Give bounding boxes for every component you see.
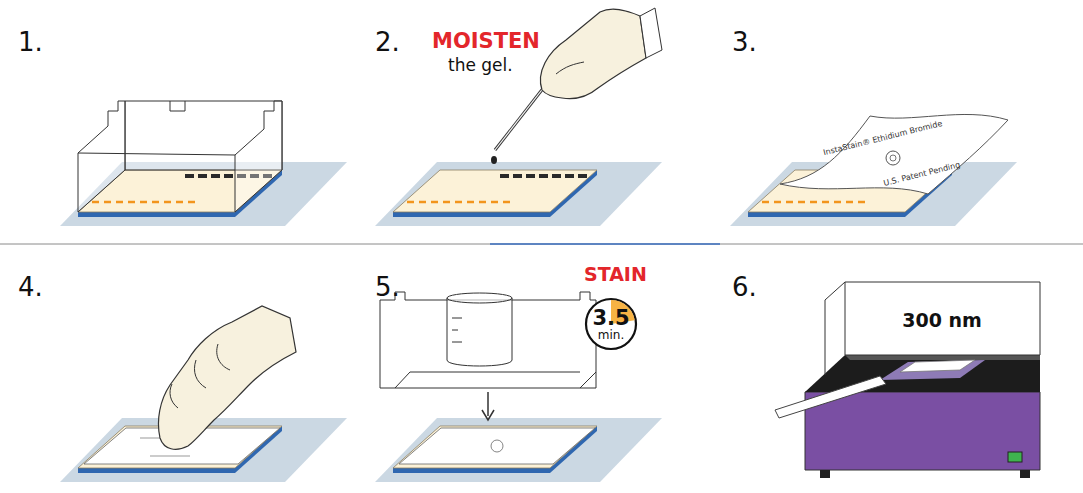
- step-number: 6.: [732, 273, 757, 302]
- uv-transilluminator: [880, 360, 985, 380]
- gel-tray-with-beaker: [380, 292, 596, 388]
- uv-transilluminator: [825, 300, 826, 375]
- step5-weight: [375, 418, 662, 482]
- uv-transilluminator: [805, 355, 1040, 392]
- uv-transilluminator: [805, 392, 1040, 470]
- step1-casting-tray: [60, 101, 347, 226]
- instruction-heading: MOISTEN: [432, 30, 540, 53]
- gel-tray-with-beaker: [482, 410, 494, 420]
- step4-press-card: [150, 455, 190, 457]
- card-print: InstaStain® Ethidium Bromide: [823, 120, 944, 158]
- instruction-text: the gel.: [448, 56, 513, 75]
- step2-moisten: [393, 170, 597, 217]
- step5-weight: [375, 418, 662, 482]
- step-number: 4.: [18, 273, 43, 302]
- gel-tray-with-beaker: [447, 298, 512, 366]
- step-number: 1.: [18, 28, 43, 57]
- gel-tray-with-beaker: [452, 318, 462, 319]
- step1-casting-tray: [170, 111, 185, 112]
- pressing-hand: [217, 344, 230, 370]
- uv-transilluminator: [820, 470, 830, 478]
- step3-stain-card: [886, 151, 900, 165]
- step3-stain-card: [890, 155, 896, 161]
- timer-unit: min.: [592, 329, 629, 342]
- uv-transilluminator: [845, 282, 1040, 355]
- step5-weight: [393, 426, 597, 473]
- step1-casting-tray: [78, 101, 125, 212]
- timer-circle: 3.5min.: [584, 297, 638, 351]
- wavelength-label: 300 nm: [902, 310, 982, 331]
- step5-weight: [399, 428, 595, 464]
- pipette-hand: [495, 82, 548, 150]
- step5-weight: [491, 440, 503, 452]
- pipette-hand: [556, 62, 584, 74]
- uv-transilluminator: [825, 282, 845, 300]
- uv-transilluminator: [900, 360, 975, 372]
- step2-moisten: [375, 162, 662, 226]
- pressing-hand: [194, 360, 206, 388]
- uv-transilluminator: [1020, 470, 1030, 478]
- timer-face: [586, 299, 636, 349]
- card-print: U.S. Patent Pending: [883, 161, 962, 189]
- gel-tray-with-beaker: [380, 292, 596, 420]
- step-number: 3.: [732, 28, 757, 57]
- gel-tray-with-beaker: [487, 392, 489, 416]
- uv-transilluminator: [775, 376, 886, 418]
- gel-tray-with-beaker: [410, 372, 580, 373]
- pipette-hand: [540, 9, 646, 99]
- pressing-hand: [158, 306, 296, 449]
- divider-line: [0, 244, 1083, 245]
- divider-accent: [490, 243, 720, 245]
- gel-tray-with-beaker: [580, 372, 596, 388]
- gel-tray-with-beaker: [452, 330, 458, 331]
- pipette-hand: [640, 8, 662, 58]
- timer-value: 3.5: [592, 307, 629, 329]
- pipette-hand: [491, 156, 497, 164]
- gel-tray-with-beaker: [452, 342, 462, 343]
- pressing-hand: [170, 384, 178, 408]
- uv-transilluminator: [1008, 452, 1022, 462]
- step1-casting-tray: [78, 101, 282, 212]
- step3-stain-card: [730, 114, 1017, 226]
- gel-tray-with-beaker: [447, 293, 512, 303]
- step-number: 5.: [375, 273, 400, 302]
- step1-casting-tray: [185, 101, 186, 111]
- instruction-heading: STAIN: [584, 264, 647, 285]
- uv-transilluminator: [775, 282, 1040, 478]
- step1-casting-tray: [235, 101, 282, 212]
- gel-tray-with-beaker: [395, 372, 410, 388]
- step2-moisten: [375, 162, 662, 226]
- pressing-hand: [158, 306, 296, 449]
- step1-casting-tray: [78, 153, 235, 155]
- step3-stain-card: [780, 114, 1008, 194]
- uv-transilluminator: [845, 355, 1040, 360]
- step1-casting-tray: [170, 101, 171, 111]
- pipette-hand: [495, 82, 548, 150]
- step-number: 2.: [375, 28, 400, 57]
- step2-moisten: [407, 176, 587, 202]
